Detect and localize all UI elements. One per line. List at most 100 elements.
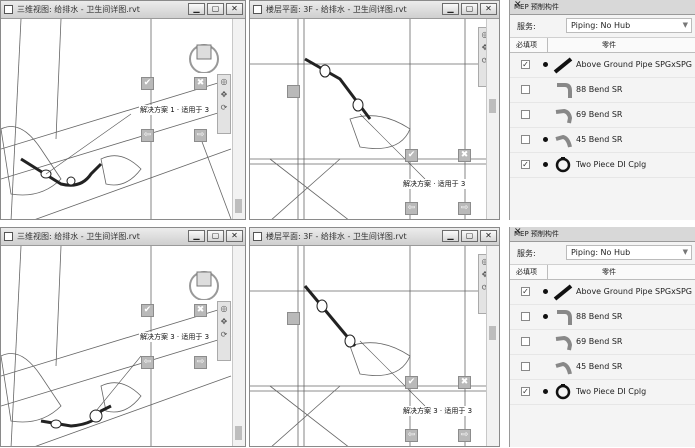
pan-icon[interactable]: ✥: [481, 43, 489, 52]
orbit-icon[interactable]: ⟳: [220, 103, 228, 112]
accept-solution-button[interactable]: ✔: [141, 77, 154, 90]
orbit-icon[interactable]: ⟳: [220, 330, 228, 339]
part-name: 88 Bend SR: [576, 312, 623, 321]
part-row[interactable]: ✓ Above Ground Pipe SPGxSPG: [510, 280, 695, 305]
part-row[interactable]: 45 Bend SR: [510, 128, 695, 153]
panel-title: MEP 预制构件: [514, 3, 559, 11]
minimize-button[interactable]: ▁: [188, 230, 205, 242]
floor-plan-window[interactable]: 楼层平面: 3F - 给排水 - 卫生间详图.rvt ▁ ▢ ✕: [249, 0, 500, 220]
navigation-bar[interactable]: ◎ ✥ ⟳: [217, 74, 231, 134]
elbow-88-icon: [557, 83, 572, 98]
floor-plan-window[interactable]: 楼层平面: 3F - 给排水 - 卫生间详图.rvt ▁ ▢ ✕: [249, 227, 500, 447]
zoom-icon[interactable]: ◎: [220, 77, 228, 86]
required-checkbox[interactable]: [521, 337, 530, 346]
part-row[interactable]: 69 Bend SR: [510, 330, 695, 355]
required-checkbox[interactable]: [521, 135, 530, 144]
reject-solution-button[interactable]: ✖: [458, 149, 471, 162]
accept-solution-button[interactable]: ✔: [405, 149, 418, 162]
required-checkbox[interactable]: ✓: [521, 287, 530, 296]
minimize-button[interactable]: ▁: [188, 3, 205, 15]
close-button[interactable]: ✕: [226, 3, 243, 15]
required-checkbox[interactable]: [521, 85, 530, 94]
service-select[interactable]: Piping: No Hub ▼: [566, 245, 692, 260]
accept-solution-button[interactable]: ✔: [405, 376, 418, 389]
close-button[interactable]: ✕: [480, 230, 497, 242]
required-checkbox[interactable]: ✓: [521, 160, 530, 169]
panel-close-icon[interactable]: ✕: [514, 227, 522, 237]
orbit-icon[interactable]: ⟳: [481, 283, 489, 292]
floor-plan-scrollbar[interactable]: [486, 246, 499, 446]
required-checkbox[interactable]: ✓: [521, 387, 530, 396]
pan-icon[interactable]: ✥: [220, 317, 228, 326]
view-3d-titlebar[interactable]: 三维视图: 给排水 - 卫生间详图.rvt ▁ ▢ ✕: [1, 228, 245, 246]
restore-button[interactable]: ▢: [207, 3, 224, 15]
part-row[interactable]: ✓ Above Ground Pipe SPGxSPG: [510, 53, 695, 78]
minimize-button[interactable]: ▁: [442, 230, 459, 242]
zoom-icon[interactable]: ◎: [220, 304, 228, 313]
view-3d-drawing: [1, 246, 232, 446]
pan-icon[interactable]: ✥: [481, 270, 489, 279]
required-checkbox[interactable]: ✓: [521, 60, 530, 69]
panel-close-icon[interactable]: ✕: [514, 0, 522, 10]
viewcube-icon[interactable]: [184, 266, 224, 300]
floor-plan-drawing: [250, 246, 499, 446]
pan-icon[interactable]: ✥: [220, 90, 228, 99]
required-checkbox[interactable]: [521, 110, 530, 119]
floor-plan-titlebar[interactable]: 楼层平面: 3F - 给排水 - 卫生间详图.rvt ▁ ▢ ✕: [250, 1, 499, 19]
next-solution-button[interactable]: ⇨: [458, 429, 471, 442]
mep-fabrication-panel: MEP 预制构件 ✕ 服务: Piping: No Hub ▼ 必填项 零件 ✓…: [509, 227, 695, 447]
next-solution-button[interactable]: ⇨: [458, 202, 471, 215]
prev-solution-button[interactable]: ⇦: [141, 356, 154, 369]
restore-button[interactable]: ▢: [461, 3, 478, 15]
view-3d-window[interactable]: 三维视图: 给排水 - 卫生间详图.rvt ▁ ▢ ✕: [0, 0, 246, 220]
chevron-down-icon[interactable]: ▼: [682, 21, 688, 29]
prev-solution-button[interactable]: ⇦: [405, 202, 418, 215]
close-button[interactable]: ✕: [226, 230, 243, 242]
solution-label: 解决方案 1 · 适用于 3: [139, 105, 211, 115]
restore-button[interactable]: ▢: [207, 230, 224, 242]
part-row[interactable]: ✓ Two Piece DI Cplg: [510, 153, 695, 178]
reject-solution-button[interactable]: ✖: [458, 376, 471, 389]
prev-solution-button[interactable]: ⇦: [405, 429, 418, 442]
orbit-icon[interactable]: ⟳: [481, 56, 489, 65]
view-3d-canvas[interactable]: ✔ ✖ ⇦ ⇨ 解决方案 1 · 适用于 3 ◎ ✥ ⟳: [1, 19, 245, 219]
part-row[interactable]: 88 Bend SR: [510, 78, 695, 103]
next-solution-button[interactable]: ⇨: [194, 129, 207, 142]
floor-plan-icon: [253, 232, 262, 241]
view-3d-drawing: [1, 19, 232, 219]
divider: [0, 220, 695, 227]
required-checkbox[interactable]: [521, 312, 530, 321]
column-required: 必填项: [516, 41, 537, 49]
solution-label: 解决方案 · 适用于 3: [402, 179, 467, 189]
view-3d-canvas[interactable]: ✔ ✖ ⇦ ⇨ 解决方案 3 · 适用于 3 ◎ ✥ ⟳: [1, 246, 245, 446]
navigation-bar[interactable]: ◎ ✥ ⟳: [217, 301, 231, 361]
viewcube-icon[interactable]: [184, 39, 224, 73]
part-name: Above Ground Pipe SPGxSPG: [576, 287, 692, 296]
minimize-button[interactable]: ▁: [442, 3, 459, 15]
service-select[interactable]: Piping: No Hub ▼: [566, 18, 692, 33]
floor-plan-titlebar[interactable]: 楼层平面: 3F - 给排水 - 卫生间详图.rvt ▁ ▢ ✕: [250, 228, 499, 246]
prev-solution-button[interactable]: ⇦: [141, 129, 154, 142]
floor-plan-canvas[interactable]: ✔ ✖ ⇦ ⇨ 解决方案 · 适用于 3 ◎ ✥ ⟳: [250, 19, 499, 219]
view-3d-scrollbar[interactable]: [232, 19, 245, 219]
view-3d-titlebar[interactable]: 三维视图: 给排水 - 卫生间详图.rvt ▁ ▢ ✕: [1, 1, 245, 19]
close-button[interactable]: ✕: [480, 3, 497, 15]
view-3d-window[interactable]: 三维视图: 给排水 - 卫生间详图.rvt ▁ ▢ ✕: [0, 227, 246, 447]
part-name: Above Ground Pipe SPGxSPG: [576, 60, 692, 69]
accept-solution-button[interactable]: ✔: [141, 304, 154, 317]
reject-solution-button[interactable]: ✖: [194, 304, 207, 317]
part-row[interactable]: 69 Bend SR: [510, 103, 695, 128]
view-3d-scrollbar[interactable]: [232, 246, 245, 446]
part-row[interactable]: ✓ Two Piece DI Cplg: [510, 380, 695, 405]
floor-plan-scrollbar[interactable]: [486, 19, 499, 219]
required-checkbox[interactable]: [521, 362, 530, 371]
reject-solution-button[interactable]: ✖: [194, 77, 207, 90]
next-solution-button[interactable]: ⇨: [194, 356, 207, 369]
restore-button[interactable]: ▢: [461, 230, 478, 242]
zoom-icon[interactable]: ◎: [481, 30, 489, 39]
zoom-icon[interactable]: ◎: [481, 257, 489, 266]
floor-plan-canvas[interactable]: ✔ ✖ ⇦ ⇨ 解决方案 3 · 适用于 3 ◎ ✥ ⟳: [250, 246, 499, 446]
part-row[interactable]: 88 Bend SR: [510, 305, 695, 330]
chevron-down-icon[interactable]: ▼: [682, 248, 688, 256]
part-row[interactable]: 45 Bend SR: [510, 355, 695, 380]
